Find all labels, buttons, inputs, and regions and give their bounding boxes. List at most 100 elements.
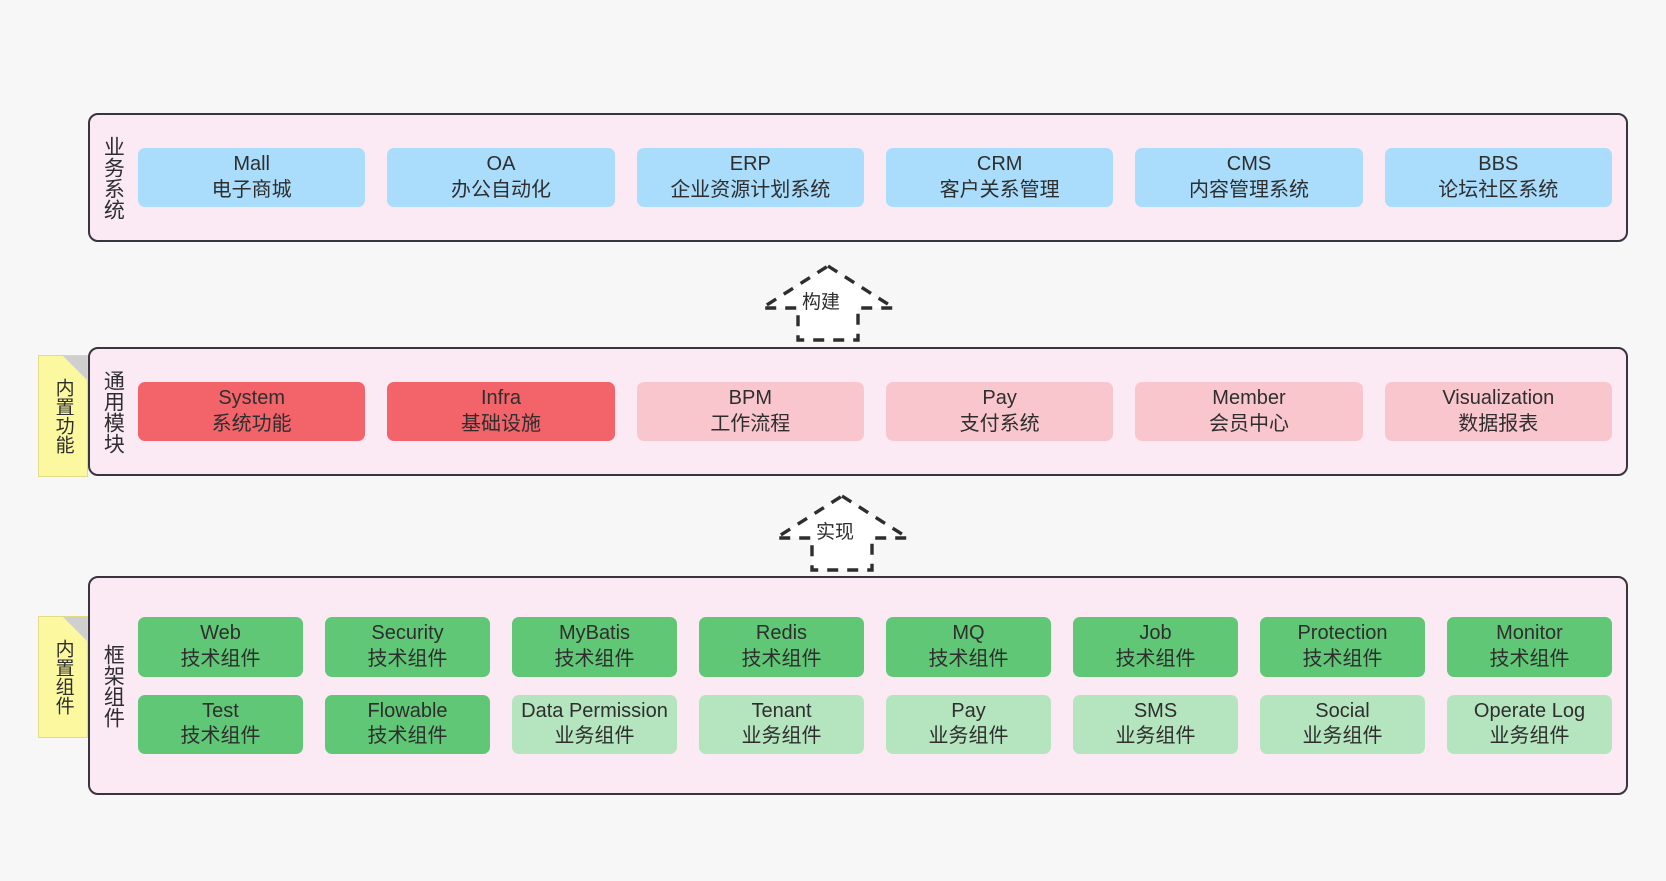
card-title: Operate Log <box>1473 699 1586 722</box>
card-row: Test 技术组件 Flowable 技术组件 Data Permission … <box>138 694 1612 754</box>
card-subtitle: 基础设施 <box>460 412 541 435</box>
layer-body-common: System 系统功能 Infra 基础设施 BPM 工作流程 Pay 支付系统… <box>134 349 1626 474</box>
page-fold-icon <box>63 617 87 641</box>
sticky-note-label: 内置功能 <box>52 378 74 454</box>
card-title: Pay <box>982 386 1017 409</box>
page-fold-icon <box>63 356 87 380</box>
card-subtitle: 业务组件 <box>554 725 635 748</box>
card-bbs[interactable]: BBS 论坛社区系统 <box>1384 147 1612 208</box>
card-subtitle: 技术组件 <box>367 725 448 748</box>
card-title: SMS <box>1133 699 1178 722</box>
card-visualization[interactable]: Visualization 数据报表 <box>1384 381 1612 442</box>
card-operate-log[interactable]: Operate Log 业务组件 <box>1447 694 1612 754</box>
card-row: System 系统功能 Infra 基础设施 BPM 工作流程 Pay 支付系统… <box>138 381 1612 442</box>
card-subtitle: 技术组件 <box>928 647 1009 670</box>
card-subtitle: 内容管理系统 <box>1188 178 1309 201</box>
card-erp[interactable]: ERP 企业资源计划系统 <box>636 147 864 208</box>
card-redis[interactable]: Redis 技术组件 <box>699 617 864 677</box>
card-mq[interactable]: MQ 技术组件 <box>886 617 1051 677</box>
card-title: Flowable <box>367 699 448 722</box>
card-title: Web <box>200 622 241 645</box>
card-title: Data Permission <box>521 699 668 722</box>
card-tenant[interactable]: Tenant 业务组件 <box>699 694 864 754</box>
card-infra[interactable]: Infra 基础设施 <box>387 381 615 442</box>
card-subtitle: 技术组件 <box>367 647 448 670</box>
card-title: CRM <box>976 152 1023 175</box>
card-subtitle: 数据报表 <box>1458 412 1539 435</box>
card-subtitle: 技术组件 <box>1115 647 1196 670</box>
card-title: Tenant <box>751 699 812 722</box>
card-sms[interactable]: SMS 业务组件 <box>1073 694 1238 754</box>
card-row: Mall 电子商城 OA 办公自动化 ERP 企业资源计划系统 CRM 客户关系… <box>138 147 1612 208</box>
card-protection[interactable]: Protection 技术组件 <box>1260 617 1425 677</box>
connector-implement-label: 实现 <box>816 522 855 543</box>
layer-title-common: 通用模块 <box>101 369 125 454</box>
card-title: Member <box>1212 386 1286 409</box>
card-title: Social <box>1315 699 1370 722</box>
card-title: BPM <box>728 386 772 409</box>
card-pay-component[interactable]: Pay 业务组件 <box>886 694 1051 754</box>
card-member[interactable]: Member 会员中心 <box>1135 381 1363 442</box>
card-subtitle: 业务组件 <box>1302 725 1383 748</box>
layer-business-system: 业务系统 Mall 电子商城 OA 办公自动化 ERP 企业资源计划系统 CRM… <box>88 113 1628 242</box>
card-row: Web 技术组件 Security 技术组件 MyBatis 技术组件 Redi… <box>138 617 1612 677</box>
card-title: ERP <box>729 152 771 175</box>
card-flowable[interactable]: Flowable 技术组件 <box>325 694 490 754</box>
connector-implement: 实现 <box>770 492 914 574</box>
card-title: MQ <box>952 622 985 645</box>
card-title: Job <box>1139 622 1172 645</box>
card-social[interactable]: Social 业务组件 <box>1260 694 1425 754</box>
layer-common-module: 通用模块 System 系统功能 Infra 基础设施 BPM 工作流程 Pay… <box>88 347 1628 476</box>
card-data-permission[interactable]: Data Permission 业务组件 <box>512 694 677 754</box>
card-subtitle: 会员中心 <box>1208 412 1289 435</box>
card-mybatis[interactable]: MyBatis 技术组件 <box>512 617 677 677</box>
layer-title-business: 业务系统 <box>101 135 125 220</box>
card-job[interactable]: Job 技术组件 <box>1073 617 1238 677</box>
card-title: Infra <box>480 386 521 409</box>
card-subtitle: 客户关系管理 <box>939 178 1060 201</box>
sticky-note-label: 内置组件 <box>52 639 74 715</box>
card-title: Pay <box>951 699 986 722</box>
card-title: System <box>218 386 285 409</box>
card-subtitle: 论坛社区系统 <box>1438 178 1559 201</box>
card-subtitle: 技术组件 <box>180 725 261 748</box>
card-bpm[interactable]: BPM 工作流程 <box>636 381 864 442</box>
layer-title-framework: 框架组件 <box>101 643 125 728</box>
dashed-up-arrow-icon <box>770 493 914 572</box>
connector-build-label: 构建 <box>802 292 841 313</box>
card-cms[interactable]: CMS 内容管理系统 <box>1135 147 1363 208</box>
sticky-note-builtin-component: 内置组件 <box>38 616 88 738</box>
card-subtitle: 企业资源计划系统 <box>670 178 831 201</box>
card-title: CMS <box>1226 152 1272 175</box>
card-mall[interactable]: Mall 电子商城 <box>138 147 366 208</box>
card-title: Redis <box>755 622 808 645</box>
card-subtitle: 办公自动化 <box>450 178 551 201</box>
card-subtitle: 技术组件 <box>1489 647 1570 670</box>
connector-build: 构建 <box>756 262 900 344</box>
card-subtitle: 系统功能 <box>211 412 292 435</box>
card-subtitle: 技术组件 <box>180 647 261 670</box>
card-subtitle: 技术组件 <box>554 647 635 670</box>
card-title: Monitor <box>1496 622 1563 645</box>
card-test[interactable]: Test 技术组件 <box>138 694 303 754</box>
card-crm[interactable]: CRM 客户关系管理 <box>885 147 1114 208</box>
card-title: MyBatis <box>558 622 631 645</box>
layer-body-framework: Web 技术组件 Security 技术组件 MyBatis 技术组件 Redi… <box>134 578 1626 793</box>
card-oa[interactable]: OA 办公自动化 <box>387 147 615 208</box>
card-security[interactable]: Security 技术组件 <box>325 617 490 677</box>
card-subtitle: 工作流程 <box>710 412 791 435</box>
card-title: Visualization <box>1442 386 1555 409</box>
card-subtitle: 电子商城 <box>211 178 292 201</box>
card-title: Mall <box>233 152 270 175</box>
card-title: OA <box>486 152 516 175</box>
card-system[interactable]: System 系统功能 <box>138 381 366 442</box>
layer-framework-component: 框架组件 Web 技术组件 Security 技术组件 MyBatis 技术组件… <box>88 576 1628 795</box>
card-monitor[interactable]: Monitor 技术组件 <box>1447 617 1612 677</box>
card-title: Test <box>202 699 239 722</box>
card-pay[interactable]: Pay 支付系统 <box>885 381 1114 442</box>
card-title: Security <box>371 622 444 645</box>
card-subtitle: 业务组件 <box>741 725 822 748</box>
card-web[interactable]: Web 技术组件 <box>138 617 303 677</box>
dashed-up-arrow-icon <box>756 263 900 342</box>
